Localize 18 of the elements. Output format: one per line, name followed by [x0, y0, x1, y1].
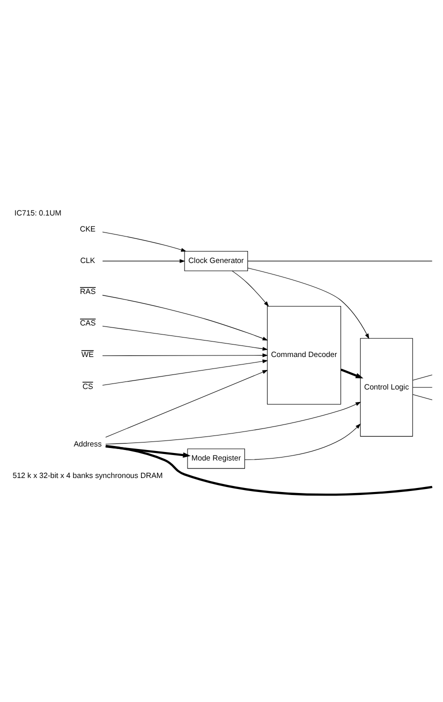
arrow: [247, 268, 370, 340]
arrow: [105, 370, 268, 438]
connector: [412, 374, 432, 380]
connector: [412, 394, 432, 400]
arrow: [106, 445, 191, 458]
arrow: [105, 402, 362, 444]
arrow: [340, 368, 364, 378]
connector: [106, 444, 432, 496]
arrow: [102, 259, 186, 263]
connector: [248, 260, 432, 262]
connector: [412, 387, 432, 388]
arrow: [102, 326, 268, 351]
arrow: [232, 270, 269, 307]
arrow: [102, 232, 187, 252]
arrow: [102, 353, 268, 358]
arrow: [102, 359, 268, 386]
arrow: [102, 294, 268, 340]
arrow: [244, 424, 361, 460]
